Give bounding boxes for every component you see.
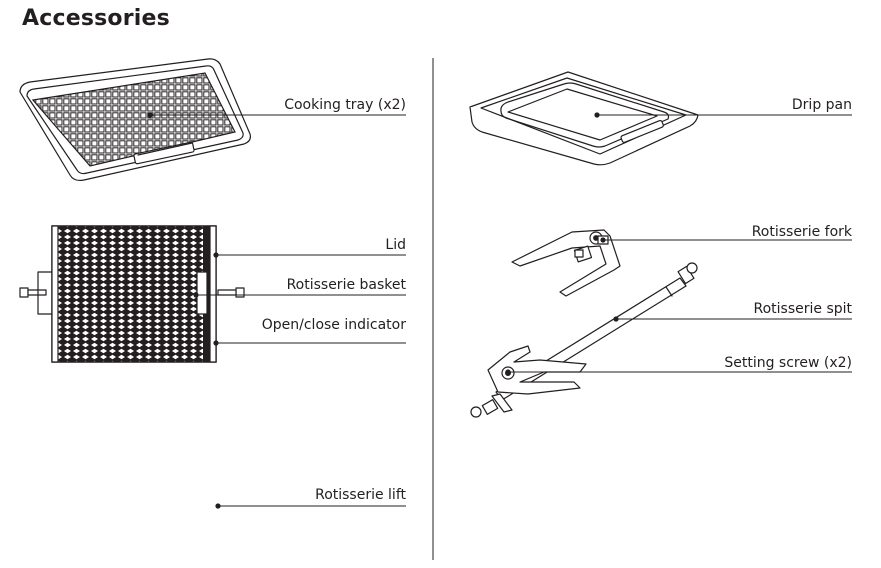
label-rotisserie-fork: Rotisserie fork [752, 224, 853, 240]
rotisserie-spit-illustration [470, 262, 698, 418]
label-drip-pan: Drip pan [792, 97, 852, 113]
drip-pan-illustration [469, 71, 699, 166]
page-title: Accessories [22, 6, 170, 31]
label-rotisserie-spit: Rotisserie spit [753, 301, 852, 317]
label-cooking-tray: Cooking tray (x2) [284, 97, 406, 113]
label-open-close-indicator: Open/close indicator [262, 317, 406, 333]
label-rotisserie-basket: Rotisserie basket [287, 277, 407, 293]
rotisserie-lift-illustration [22, 452, 246, 536]
rotisserie-basket-illustration [19, 225, 245, 363]
label-lid: Lid [385, 237, 406, 253]
label-rotisserie-lift: Rotisserie lift [315, 487, 406, 503]
label-setting-screw: Setting screw (x2) [724, 355, 852, 371]
cooking-tray-illustration [19, 58, 251, 182]
